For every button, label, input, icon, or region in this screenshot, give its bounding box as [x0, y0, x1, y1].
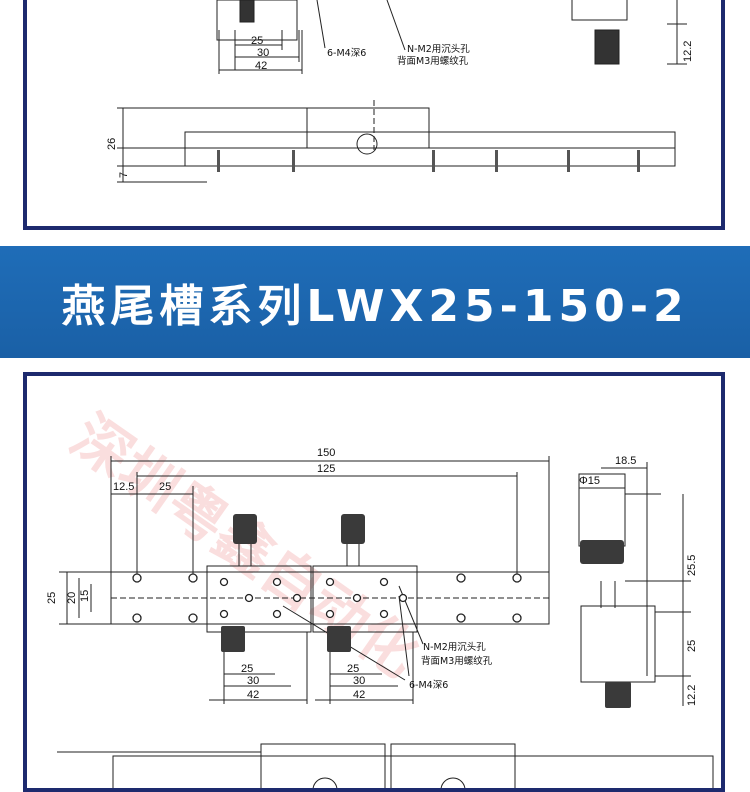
dim-label: 20: [66, 592, 78, 604]
dim-label: 25: [159, 481, 171, 493]
dim-label: Φ15: [579, 475, 600, 487]
knob-icon: [594, 29, 620, 65]
top-drawing: 25 30 42 26 7 12.2 N-M2用沉头孔 背面M3用螺纹孔 6-M…: [106, 0, 694, 183]
dim-label: 7: [118, 172, 130, 178]
dim-label: 42: [247, 689, 259, 701]
knob-icon: [239, 0, 255, 23]
dim-label: 12.2: [682, 41, 694, 62]
dim-label: 12.2: [686, 685, 698, 706]
note-countersink: N-M2用沉头孔: [423, 641, 486, 653]
note-thread: 背面M3用螺纹孔: [421, 655, 493, 667]
note-tapped: 6-M4深6: [409, 680, 448, 691]
knob-icon: [580, 540, 624, 564]
dim-label: 42: [255, 60, 267, 72]
bottom-drawing-panel: 深圳粤鑫自动化: [23, 372, 725, 792]
knob-icon: [341, 514, 365, 544]
dim-label: 6: [58, 788, 70, 792]
dim-label: 25: [46, 592, 58, 604]
dim-label: 25.5: [686, 555, 698, 576]
dim-label: 150: [317, 447, 335, 459]
banner-title: 燕尾槽系列LWX25-150-2: [61, 281, 689, 332]
note-thread: 背面M3用螺纹孔: [397, 55, 469, 67]
dim-label: 125: [317, 463, 335, 475]
note-tapped: 6-M4深6: [327, 48, 366, 59]
series-banner: 燕尾槽系列LWX25-150-2: [0, 246, 750, 358]
knob-icon: [605, 682, 631, 708]
knob-icon: [221, 626, 245, 652]
dim-label: 26: [106, 138, 118, 150]
dim-label: 30: [247, 675, 259, 687]
dim-label: 30: [353, 675, 365, 687]
bottom-drawing: 深圳粤鑫自动化: [46, 402, 714, 792]
note-countersink: N-M2用沉头孔: [407, 43, 470, 55]
dim-label: 25: [251, 35, 263, 47]
dim-label: 25: [241, 663, 253, 675]
dim-label: 42: [353, 689, 365, 701]
dim-label: 25: [347, 663, 359, 675]
dim-label: 15: [79, 590, 91, 602]
dim-label: 25: [686, 640, 698, 652]
dim-label: 30: [257, 47, 269, 59]
knob-icon: [233, 514, 257, 544]
top-drawing-panel: 25 30 42 26 7 12.2 N-M2用沉头孔 背面M3用螺纹孔 6-M…: [23, 0, 725, 230]
dim-label: 18.5: [615, 455, 636, 467]
knob-icon: [327, 626, 351, 652]
dim-label: 12.5: [113, 481, 134, 493]
